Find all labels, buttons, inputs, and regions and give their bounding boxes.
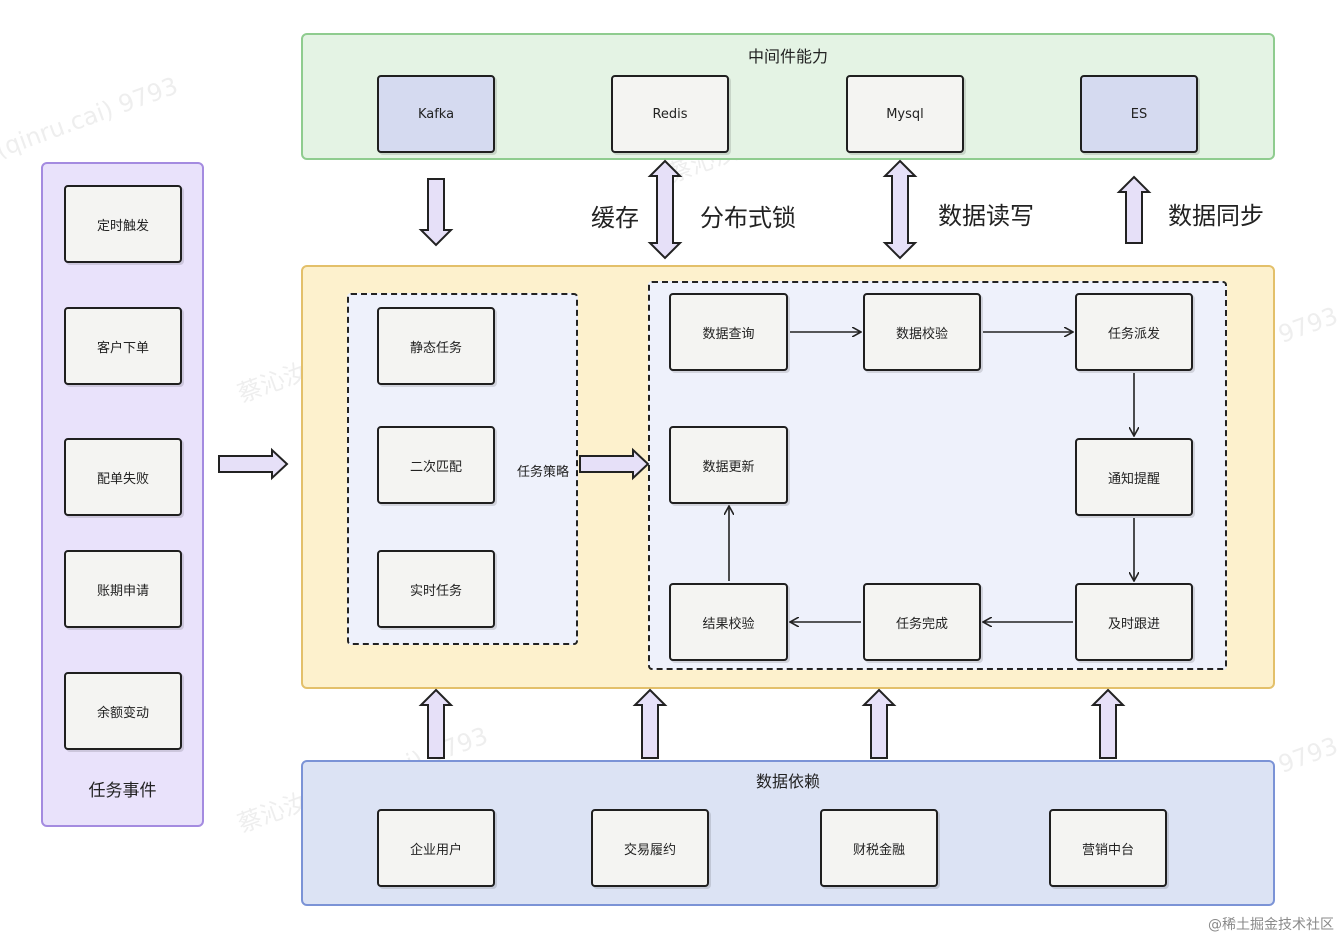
strategy-to-flow-arrow xyxy=(579,447,650,481)
flow-data-query: 数据查询 xyxy=(669,293,788,371)
dep-enterprise-user: 企业用户 xyxy=(377,809,495,887)
flow-follow-up: 及时跟进 xyxy=(1075,583,1193,661)
flow-task-dispatch: 任务派发 xyxy=(1075,293,1193,371)
strategy-static-task: 静态任务 xyxy=(377,307,495,385)
es-node: ES xyxy=(1080,75,1198,153)
task-strategy-label: 任务策略 xyxy=(517,465,570,480)
dist-lock-label: 分布式锁 xyxy=(700,204,796,232)
kafka-down-arrow xyxy=(418,178,454,247)
dep-up-arrow-3 xyxy=(861,688,897,759)
dep-up-arrow-2 xyxy=(632,688,668,759)
middleware-title: 中间件能力 xyxy=(747,47,828,66)
redis-node: Redis xyxy=(611,75,729,153)
flow-notify: 通知提醒 xyxy=(1075,438,1193,516)
dep-marketing-platform: 营销中台 xyxy=(1049,809,1167,887)
strategy-secondary-match: 二次匹配 xyxy=(377,426,495,504)
data-sync-label: 数据同步 xyxy=(1168,202,1264,230)
kafka-node: Kafka xyxy=(377,75,495,153)
event-customer-order: 客户下单 xyxy=(64,307,182,385)
dep-tax-finance: 财税金融 xyxy=(820,809,938,887)
mysql-double-arrow xyxy=(882,159,918,260)
data-rw-label: 数据读写 xyxy=(938,202,1034,230)
flow-data-verify: 数据校验 xyxy=(863,293,981,371)
dep-up-arrow-1 xyxy=(418,688,454,759)
strategy-realtime-task: 实时任务 xyxy=(377,550,495,628)
dep-up-arrow-4 xyxy=(1090,688,1126,759)
event-scheduled-trigger: 定时触发 xyxy=(64,185,182,263)
cache-label: 缓存 xyxy=(591,204,639,232)
redis-double-arrow xyxy=(647,159,683,260)
footer-credit: @稀土掘金技术社区 xyxy=(1208,917,1334,933)
event-match-failed: 配单失败 xyxy=(64,438,182,516)
events-to-core-arrow xyxy=(218,447,289,481)
mysql-node: Mysql xyxy=(846,75,964,153)
task-events-title: 任务事件 xyxy=(88,781,157,801)
flow-task-complete: 任务完成 xyxy=(863,583,981,661)
es-up-arrow xyxy=(1116,175,1152,244)
flow-result-check: 结果校验 xyxy=(669,583,788,661)
flow-data-update: 数据更新 xyxy=(669,426,788,504)
dependency-title: 数据依赖 xyxy=(755,772,820,791)
event-credit-apply: 账期申请 xyxy=(64,550,182,628)
event-balance-change: 余额变动 xyxy=(64,672,182,750)
dep-trade-fulfillment: 交易履约 xyxy=(591,809,709,887)
